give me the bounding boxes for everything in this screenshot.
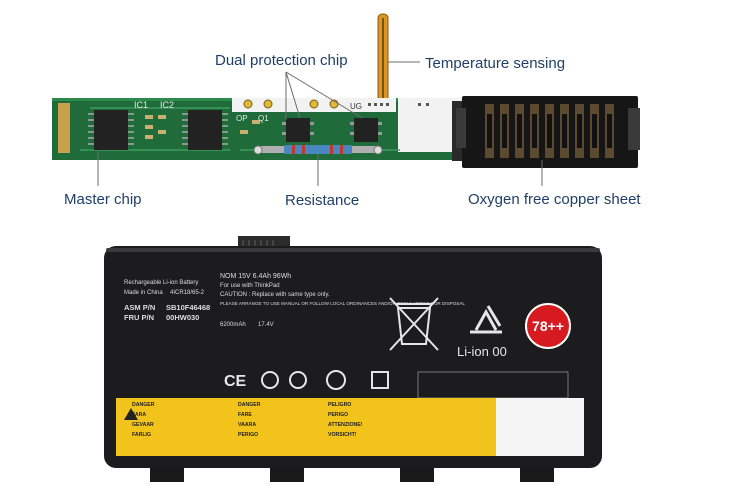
- board-mark-q1: Q1: [258, 114, 269, 123]
- gost-mark-icon: [326, 370, 346, 390]
- asm-pn-value: SB10F46468: [166, 303, 210, 312]
- voltage-text: 17.4V: [258, 322, 274, 328]
- battery-pack: [104, 236, 602, 482]
- board-mark-ic2: IC2: [160, 100, 174, 110]
- resistance-component: [253, 145, 383, 155]
- warning-triangle-icon: [124, 408, 138, 420]
- warning-line: ATTENZIONE!: [328, 422, 363, 428]
- battery-type-text: Rechargeable Li-ion Battery: [124, 280, 198, 286]
- ul-mark-icon: [289, 371, 307, 389]
- recycle-icon: [470, 305, 502, 334]
- model-text: 4ICR18/65-2: [170, 290, 205, 296]
- warning-line: VAARA: [238, 422, 256, 428]
- warning-line: FARLIG: [132, 432, 151, 438]
- callout-copper-sheet: Oxygen free copper sheet: [468, 191, 641, 208]
- warning-line: PELIGRO: [328, 402, 351, 408]
- leader-lines: [97, 61, 543, 186]
- caution-text: CAUTION : Replace with same type only.: [220, 292, 330, 298]
- warning-line: PERIGO: [238, 432, 258, 438]
- protection-chip-1: [286, 118, 310, 142]
- board-mark-op: OP: [236, 114, 248, 123]
- callout-master-chip: Master chip: [64, 191, 142, 208]
- master-chip-ic1: [88, 110, 134, 150]
- capacity-badge-text: 78++: [532, 318, 564, 334]
- for-use-text: For use with ThinkPad: [220, 283, 280, 289]
- warning-line: GEVAAR: [132, 422, 154, 428]
- capacity-text: 6200mAh: [220, 322, 246, 328]
- fru-pn-label: FRU P/N: [124, 313, 154, 322]
- ce-mark-icon: CE: [224, 373, 247, 390]
- warning-line: FARE: [238, 412, 252, 418]
- warning-line: FARA: [132, 412, 146, 418]
- callout-resistance: Resistance: [285, 192, 360, 209]
- crossed-bin-icon: [389, 297, 439, 351]
- asm-pn-label: ASM P/N: [124, 303, 155, 312]
- warning-line: PERIGO: [328, 412, 348, 418]
- disposal-text: PLEASE ARRANGE TO USE MANUAL OR FOLLOW L…: [220, 301, 465, 306]
- warning-line: DANGER: [132, 402, 155, 408]
- capacity-badge: [525, 303, 571, 349]
- nominal-rating: NOM 15V 6.4Ah 96Wh: [220, 273, 291, 280]
- cert-square-icon: [371, 371, 389, 389]
- li-ion-label: Li-ion 00: [457, 344, 507, 359]
- s-mark-icon: [261, 371, 279, 389]
- warning-line: DANGER: [238, 402, 261, 408]
- fru-pn-value: 00HW030: [166, 313, 199, 322]
- warning-line: VORSICHT!: [328, 432, 357, 438]
- protection-chip-2: [354, 118, 378, 142]
- board-mark-ug: UG: [350, 102, 362, 111]
- oxygen-free-copper-connector: [452, 96, 640, 168]
- board-mark-ic1: IC1: [134, 100, 148, 110]
- callout-dual-protection-chip: Dual protection chip: [215, 52, 348, 69]
- callout-temperature-sensing: Temperature sensing: [425, 55, 566, 72]
- made-in-text: Made in China: [124, 290, 163, 296]
- chip-ic2: [182, 110, 228, 150]
